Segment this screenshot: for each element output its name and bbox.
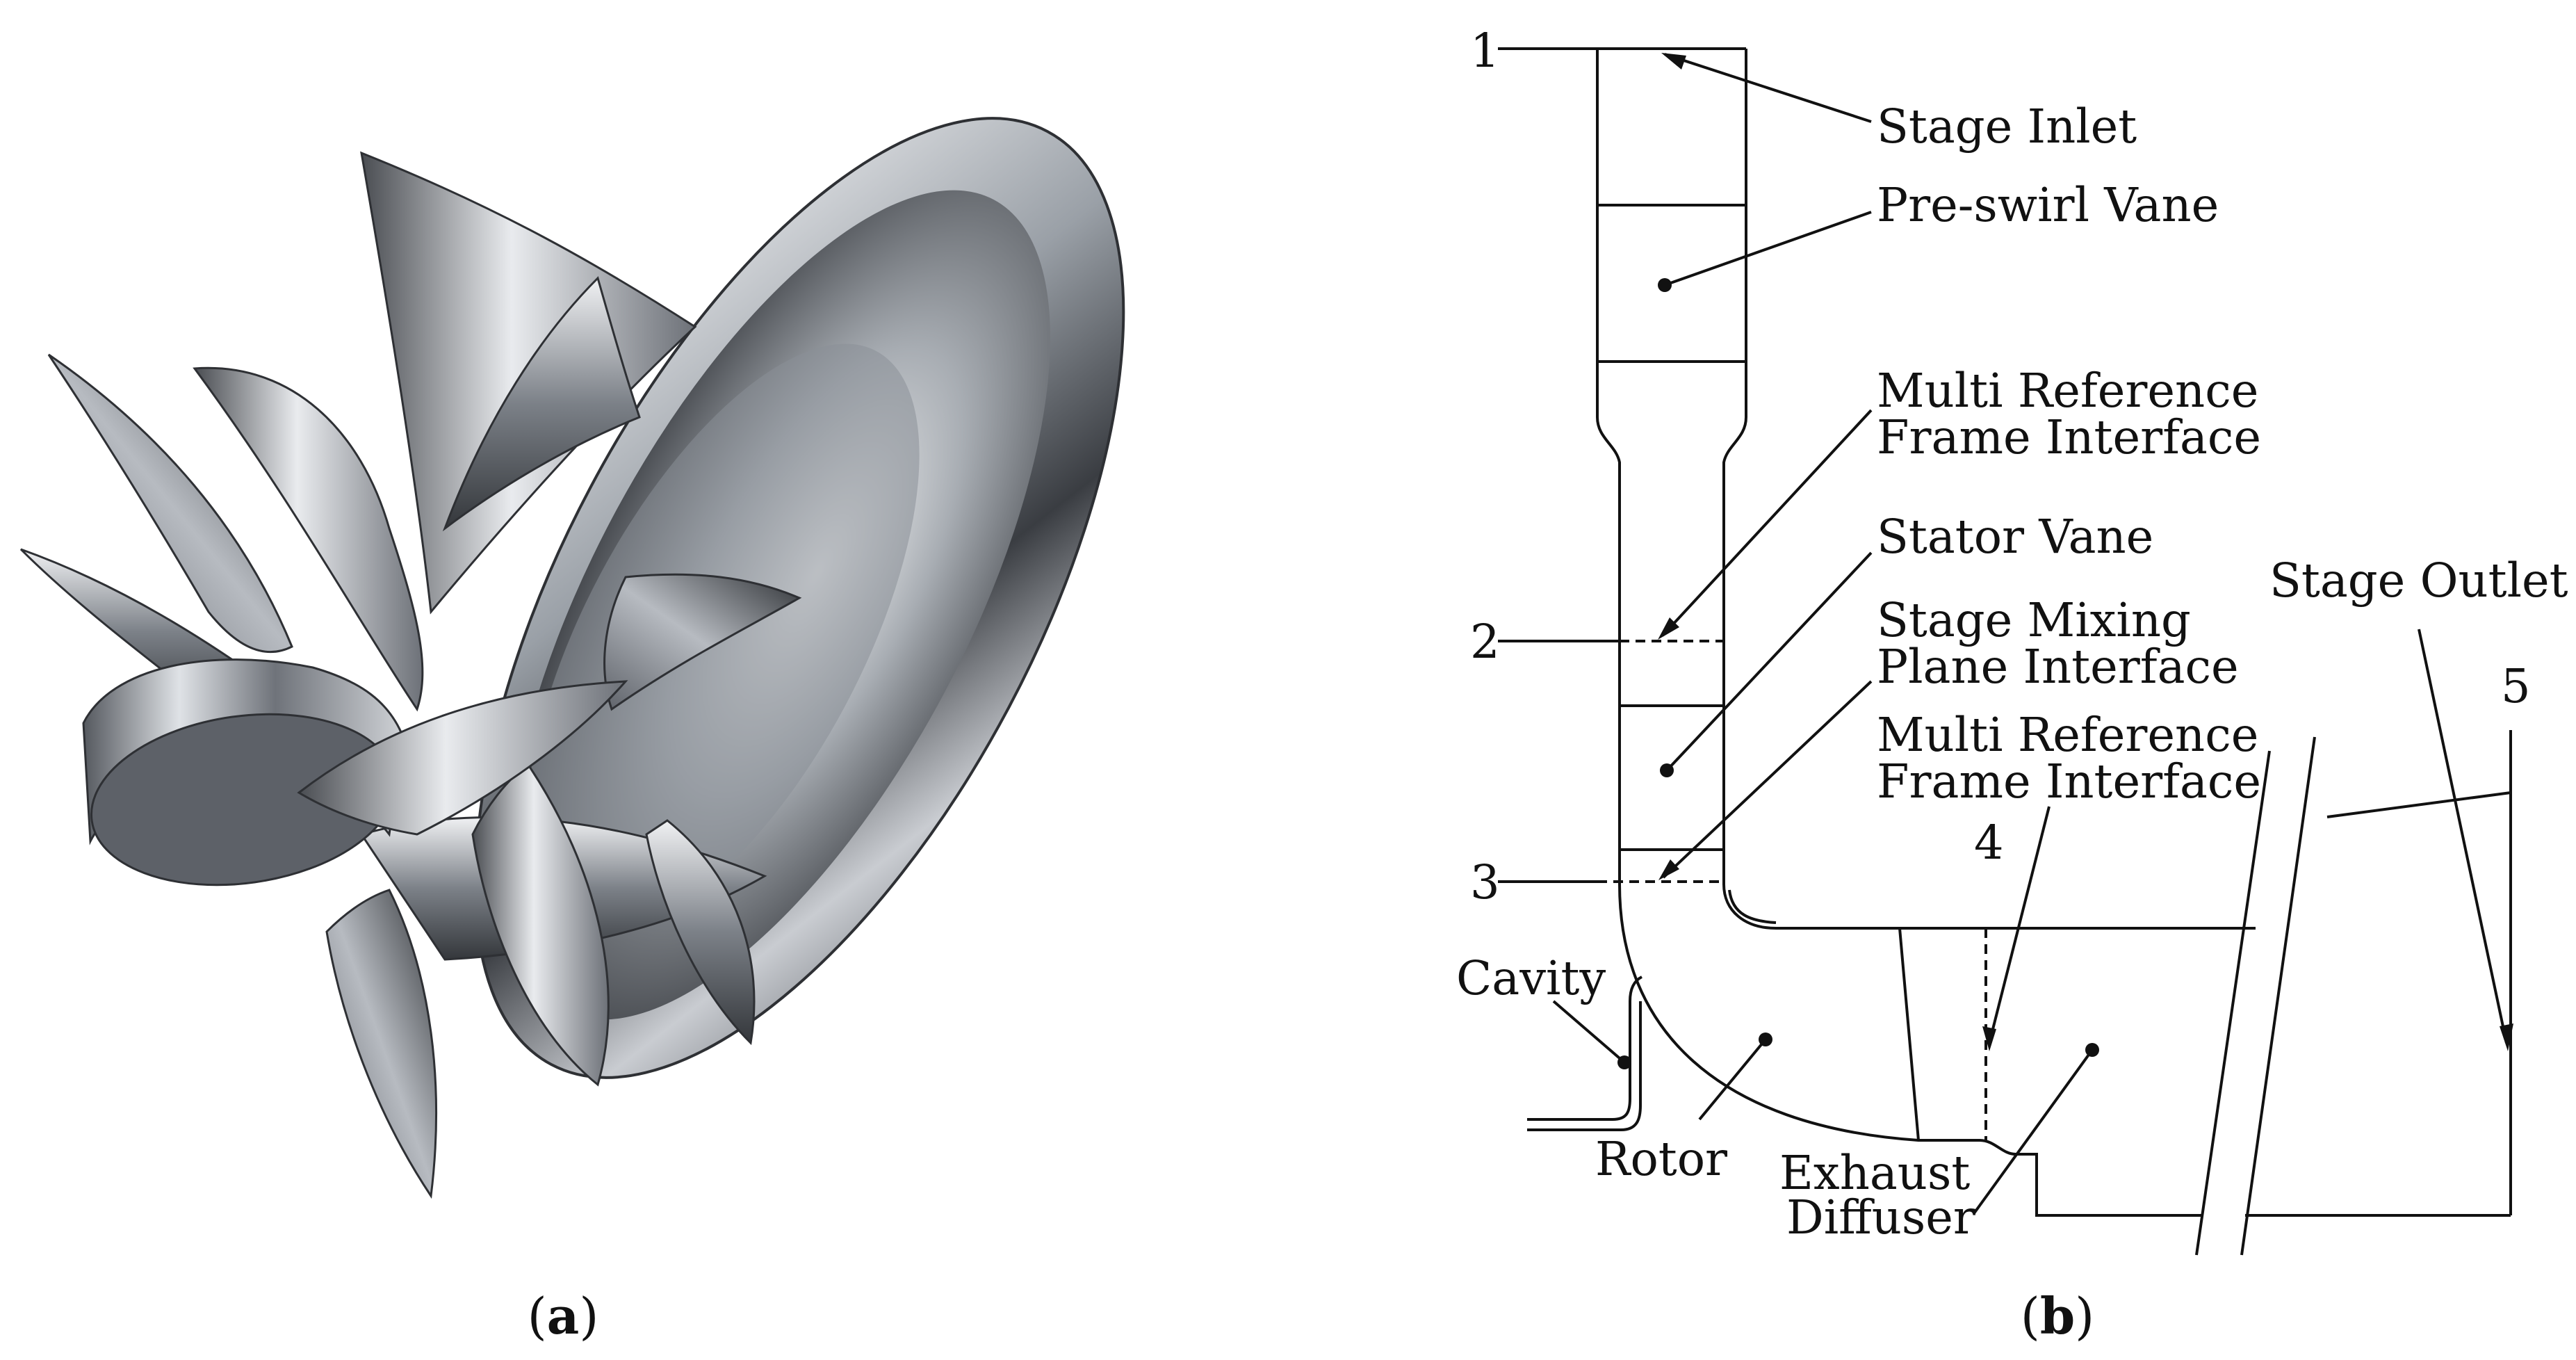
impeller-blade	[603, 573, 802, 711]
impeller-blade	[645, 819, 756, 1046]
leader-pre-swirl-vane	[1664, 211, 1872, 286]
station-numbers: 1 2 3 4 5	[1470, 24, 2531, 909]
markers	[1617, 53, 2513, 1069]
rotor-exit-edge	[1898, 928, 1920, 1141]
cavity-outline	[1527, 1001, 1642, 1131]
label-stage-inlet: Stage Inlet	[1877, 99, 2137, 154]
label-mrf-interface-2-line2: Frame Interface	[1877, 754, 2261, 809]
exhaust-diffuser-dot	[2085, 1043, 2099, 1057]
exhaust-diffuser-outline	[1979, 1139, 2203, 1217]
arrowhead	[1661, 53, 1686, 70]
leader-stage-mixing	[1662, 680, 1873, 879]
label-stage-mixing-line1: Stage Mixing	[1877, 593, 2191, 647]
station-3: 3	[1470, 855, 1500, 909]
rotor-hub-curve	[1618, 884, 1980, 1142]
arrowhead	[1658, 617, 1679, 640]
leader-stage-outlet	[2418, 629, 2508, 1044]
leader-mrf-interface-2	[1988, 806, 2051, 1044]
station-5: 5	[2501, 659, 2531, 713]
impeller-blade	[297, 680, 628, 836]
label-stator-vane: Stator Vane	[1877, 510, 2153, 564]
pre-swirl-vane-dot	[1658, 278, 1672, 292]
impeller-blade	[442, 276, 641, 532]
label-mrf-interface-2-line1: Multi Reference	[1877, 708, 2258, 762]
break-line	[2240, 736, 2316, 1256]
station-4: 4	[1974, 816, 2004, 870]
cavity-outline	[1527, 976, 1642, 1121]
label-mrf-interface-1-line2: Frame Interface	[1877, 410, 2261, 464]
label-pre-swirl-vane: Pre-swirl Vane	[1877, 178, 2219, 232]
leader-stage-inlet	[1664, 53, 1872, 123]
caption-b: (b)	[2021, 1286, 2095, 1345]
label-exhaust-line2: Diffuser	[1786, 1190, 1976, 1245]
caption-a: (a)	[528, 1286, 599, 1345]
station-2: 2	[1470, 615, 1500, 669]
impeller-blade	[471, 763, 610, 1087]
rotor-dot	[1759, 1033, 1772, 1046]
component-labels: Stage Inlet Pre-swirl Vane Multi Referen…	[1456, 99, 2568, 1245]
impeller-blade	[193, 366, 424, 712]
leader-exhaust	[1973, 1049, 2094, 1215]
impeller-blade	[325, 889, 437, 1199]
arrowhead	[1982, 1026, 1996, 1051]
arrowhead	[2500, 1023, 2513, 1051]
label-stage-mixing-line2: Plane Interface	[1877, 640, 2239, 694]
impeller-blade	[47, 353, 293, 654]
leader-stator-vane	[1665, 551, 1873, 772]
leader-cavity	[1552, 1000, 1626, 1064]
arrowhead	[1658, 859, 1679, 880]
label-cavity: Cavity	[1456, 951, 1606, 1005]
label-stage-outlet: Stage Outlet	[2269, 553, 2568, 608]
outlet-shroud-line	[2326, 791, 2511, 818]
label-exhaust-line1: Exhaust	[1779, 1146, 1970, 1200]
stator-vane-dot	[1660, 763, 1674, 777]
leader-mrf-interface-1	[1661, 409, 1873, 637]
shroud-curve	[1722, 884, 2256, 930]
shroud-curve	[1728, 889, 1777, 924]
inlet-duct-outline	[1596, 49, 1747, 884]
break-line	[2195, 750, 2271, 1256]
leader-rotor	[1698, 1038, 1767, 1121]
cavity-dot	[1617, 1055, 1631, 1069]
impeller-render	[19, 117, 1125, 1199]
label-rotor: Rotor	[1595, 1132, 1728, 1186]
label-mrf-interface-1-line1: Multi Reference	[1877, 364, 2258, 418]
station-1: 1	[1470, 24, 1500, 78]
stage-schematic	[1498, 47, 2512, 1256]
